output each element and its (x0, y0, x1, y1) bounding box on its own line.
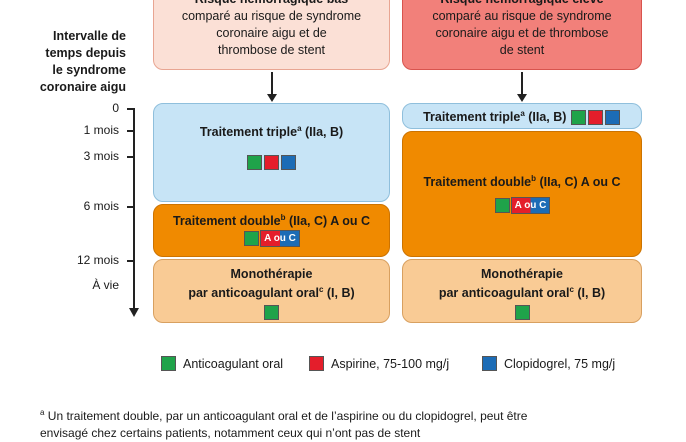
header-low-risk: Risque hémorragique bas comparé au risqu… (153, 0, 390, 70)
high-mono-sup: c (569, 285, 574, 294)
low-triple-sup: a (297, 124, 302, 133)
legend-green-square (161, 356, 176, 372)
clopidogrel-square (281, 155, 296, 171)
timeline-axis (133, 108, 135, 312)
legend-clopidogrel: Clopidogrel, 75 mg/j (481, 356, 616, 372)
low-triple-label: Traitement triple (199, 125, 298, 140)
high-double-label: Traitement double (423, 175, 532, 190)
header-high-title: Risque hémorragique élevé (403, 0, 641, 8)
low-mono-drugs (154, 305, 389, 321)
legend-anticoagulant-label: Anticoagulant oral (183, 356, 284, 371)
timeline-title-l2: temps depuis (45, 46, 126, 60)
header-low-line3: coronaire aigu et de (216, 26, 327, 40)
footnote-line1: a Un traitement double, par un anticoagu… (40, 404, 680, 425)
high-double-grade: (IIa, C) A ou C (536, 175, 621, 190)
tick-label-12-months: 12 mois (76, 253, 119, 267)
low-mono-line2: par anticoagulant oral (188, 286, 319, 301)
high-mono-line1: Monothérapie (481, 267, 563, 281)
high-triple-therapy-box: Traitement triplea (IIa, B) (402, 103, 642, 129)
tick-mark-3 (127, 156, 135, 158)
tick-mark-6 (127, 206, 135, 208)
high-mono-grade: (I, B) (573, 286, 606, 301)
low-mono-line1: Monothérapie (230, 267, 313, 281)
header-high-line3: coronaire aigu et de thrombose (435, 26, 609, 40)
timeline-title-l1: Intervalle de (53, 29, 126, 43)
anticoagulant-square (244, 231, 260, 247)
low-mono-sup: c (318, 285, 324, 294)
legend-clopidogrel-label: Clopidogrel, 75 mg/j (504, 356, 616, 371)
high-triple-title: Traitement triplea (IIa, B) (403, 109, 641, 126)
high-double-title: Traitement doubleb (IIa, C) A ou C (403, 174, 641, 189)
low-triple-therapy-box: Traitement triplea (IIa, B) (153, 103, 390, 202)
header-low-line4: thrombose de stent (217, 43, 325, 57)
timeline-title: Intervalle de temps depuis le syndrome c… (18, 28, 126, 96)
low-double-title: Traitement doubleb (IIa, C) A ou C (154, 213, 389, 228)
tick-label-0: 0 (112, 101, 119, 115)
low-triple-grade: (IIa, B) (301, 125, 344, 140)
header-high-line2: comparé au risque de syndrome (432, 9, 612, 23)
arrow-low-head (267, 94, 277, 102)
low-monotherapy-box: Monothérapie par anticoagulant oralc (I,… (153, 259, 390, 323)
arrow-high-head (517, 94, 527, 102)
anticoagulant-square (494, 198, 510, 214)
footnote-line2: envisagé chez certains patients, notamme… (40, 426, 421, 440)
high-mono-title: Monothérapie par anticoagulant oralc (I,… (403, 266, 641, 301)
high-triple-label: Traitement triple (423, 110, 521, 125)
low-double-grade: (IIa, C) A ou C (285, 214, 371, 229)
legend-anticoagulant: Anticoagulant oral (160, 356, 284, 372)
timeline-title-l3: le syndrome (52, 63, 126, 77)
low-double-drugs: A ou C (154, 230, 389, 248)
arrow-low-line (271, 72, 273, 96)
anticoagulant-square (264, 305, 279, 321)
tick-label-3-months: 3 mois (83, 149, 119, 163)
high-mono-line2: par anticoagulant oral (438, 286, 570, 301)
high-double-drugs: A ou C (403, 197, 641, 215)
footnote-line1-text: Un traitement double, par un anticoagula… (44, 409, 528, 423)
legend-aspirin: Aspirine, 75-100 mg/j (308, 356, 450, 372)
anticoagulant-square (514, 305, 530, 321)
tick-label-1-month: 1 mois (83, 123, 119, 137)
aspirin-or-clopidogrel-badge: A ou C (510, 197, 551, 215)
clopidogrel-square (604, 110, 620, 126)
legend-aspirin-label: Aspirine, 75-100 mg/j (331, 356, 450, 371)
low-triple-title: Traitement triplea (IIa, B) (154, 124, 389, 139)
tick-mark-0 (127, 108, 135, 110)
header-low-line2: comparé au risque de syndrome (181, 9, 362, 23)
tick-label-6-months: 6 mois (83, 199, 119, 213)
tick-label-lifelong: À vie (92, 278, 119, 292)
legend-red-square (309, 356, 324, 372)
low-triple-drugs (154, 155, 389, 171)
anticoagulant-square (570, 110, 586, 126)
aspirin-or-clopidogrel-badge: A ou C (260, 230, 300, 248)
low-mono-line2-wrap: par anticoagulant oralc (I, B) (154, 282, 389, 301)
low-mono-grade: (I, B) (323, 286, 355, 301)
low-double-label: Traitement double (172, 214, 281, 229)
header-low-title: Risque hémorragique bas (154, 0, 389, 8)
tick-mark-1 (127, 130, 135, 132)
footnote: a Un traitement double, par un anticoagu… (40, 404, 680, 442)
high-triple-grade: (IIa, B) (524, 110, 567, 125)
header-high-line4: de stent (499, 43, 545, 57)
high-double-sup: b (531, 174, 537, 183)
low-double-therapy-box: Traitement doubleb (IIa, C) A ou C A ou … (153, 204, 390, 257)
anticoagulant-square (247, 155, 262, 171)
low-mono-title: Monothérapie par anticoagulant oralc (I,… (154, 266, 389, 301)
timeline-title-l4: coronaire aigu (39, 80, 126, 94)
high-mono-drugs (403, 305, 641, 321)
aspirin-square (587, 110, 603, 126)
low-double-sup: b (280, 213, 286, 222)
high-double-therapy-box: Traitement doubleb (IIa, C) A ou C A ou … (402, 131, 642, 257)
legend-blue-square (482, 356, 497, 372)
high-monotherapy-box: Monothérapie par anticoagulant oralc (I,… (402, 259, 642, 323)
high-mono-line2-wrap: par anticoagulant oralc (I, B) (403, 282, 641, 301)
tick-mark-12 (127, 260, 135, 262)
arrow-high-line (521, 72, 523, 96)
header-high-risk: Risque hémorragique élevé comparé au ris… (402, 0, 642, 70)
high-triple-sup: a (520, 109, 525, 118)
footnote-sup: a (40, 408, 45, 417)
timeline-axis-arrow (129, 308, 139, 317)
aspirin-square (264, 155, 279, 171)
